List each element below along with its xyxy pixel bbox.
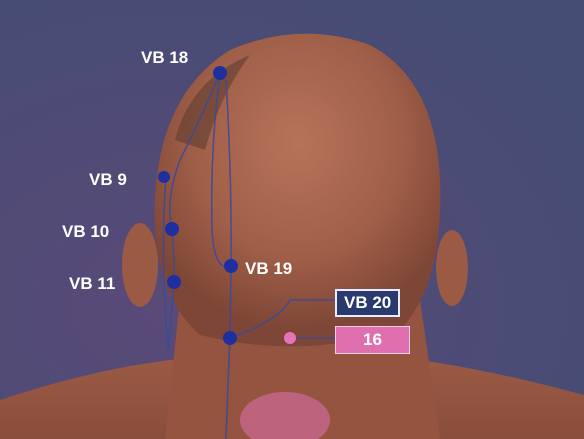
label-gv16: 16 (335, 326, 410, 354)
point-gv16 (284, 332, 296, 344)
label-vb18: VB 18 (141, 48, 188, 68)
label-vb20: VB 20 (335, 289, 400, 317)
point-vb19 (224, 259, 238, 273)
point-vb11 (167, 275, 181, 289)
label-vb19: VB 19 (245, 259, 292, 279)
point-vb18 (213, 66, 227, 80)
point-vb20 (223, 331, 237, 345)
label-vb11: VB 11 (69, 274, 115, 294)
point-vb10 (165, 222, 179, 236)
label-vb10: VB 10 (62, 222, 109, 242)
label-vb9: VB 9 (89, 170, 127, 190)
point-vb9 (158, 171, 170, 183)
right-ear (436, 230, 468, 306)
left-ear (122, 223, 158, 307)
